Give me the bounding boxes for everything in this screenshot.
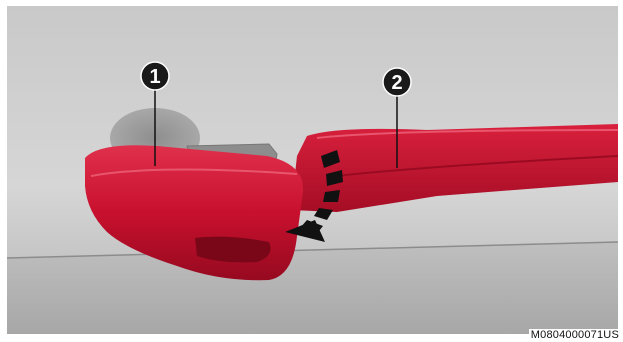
callout-1-badge: 1: [141, 62, 169, 90]
image-code-label: M0804000071US: [529, 329, 621, 342]
callout-1-label: 1: [149, 66, 160, 88]
callout-2-badge: 2: [383, 68, 411, 96]
component-illustration: 1 2: [7, 6, 618, 334]
callout-2-label: 2: [391, 72, 402, 94]
end-cap-slot: [195, 237, 271, 263]
